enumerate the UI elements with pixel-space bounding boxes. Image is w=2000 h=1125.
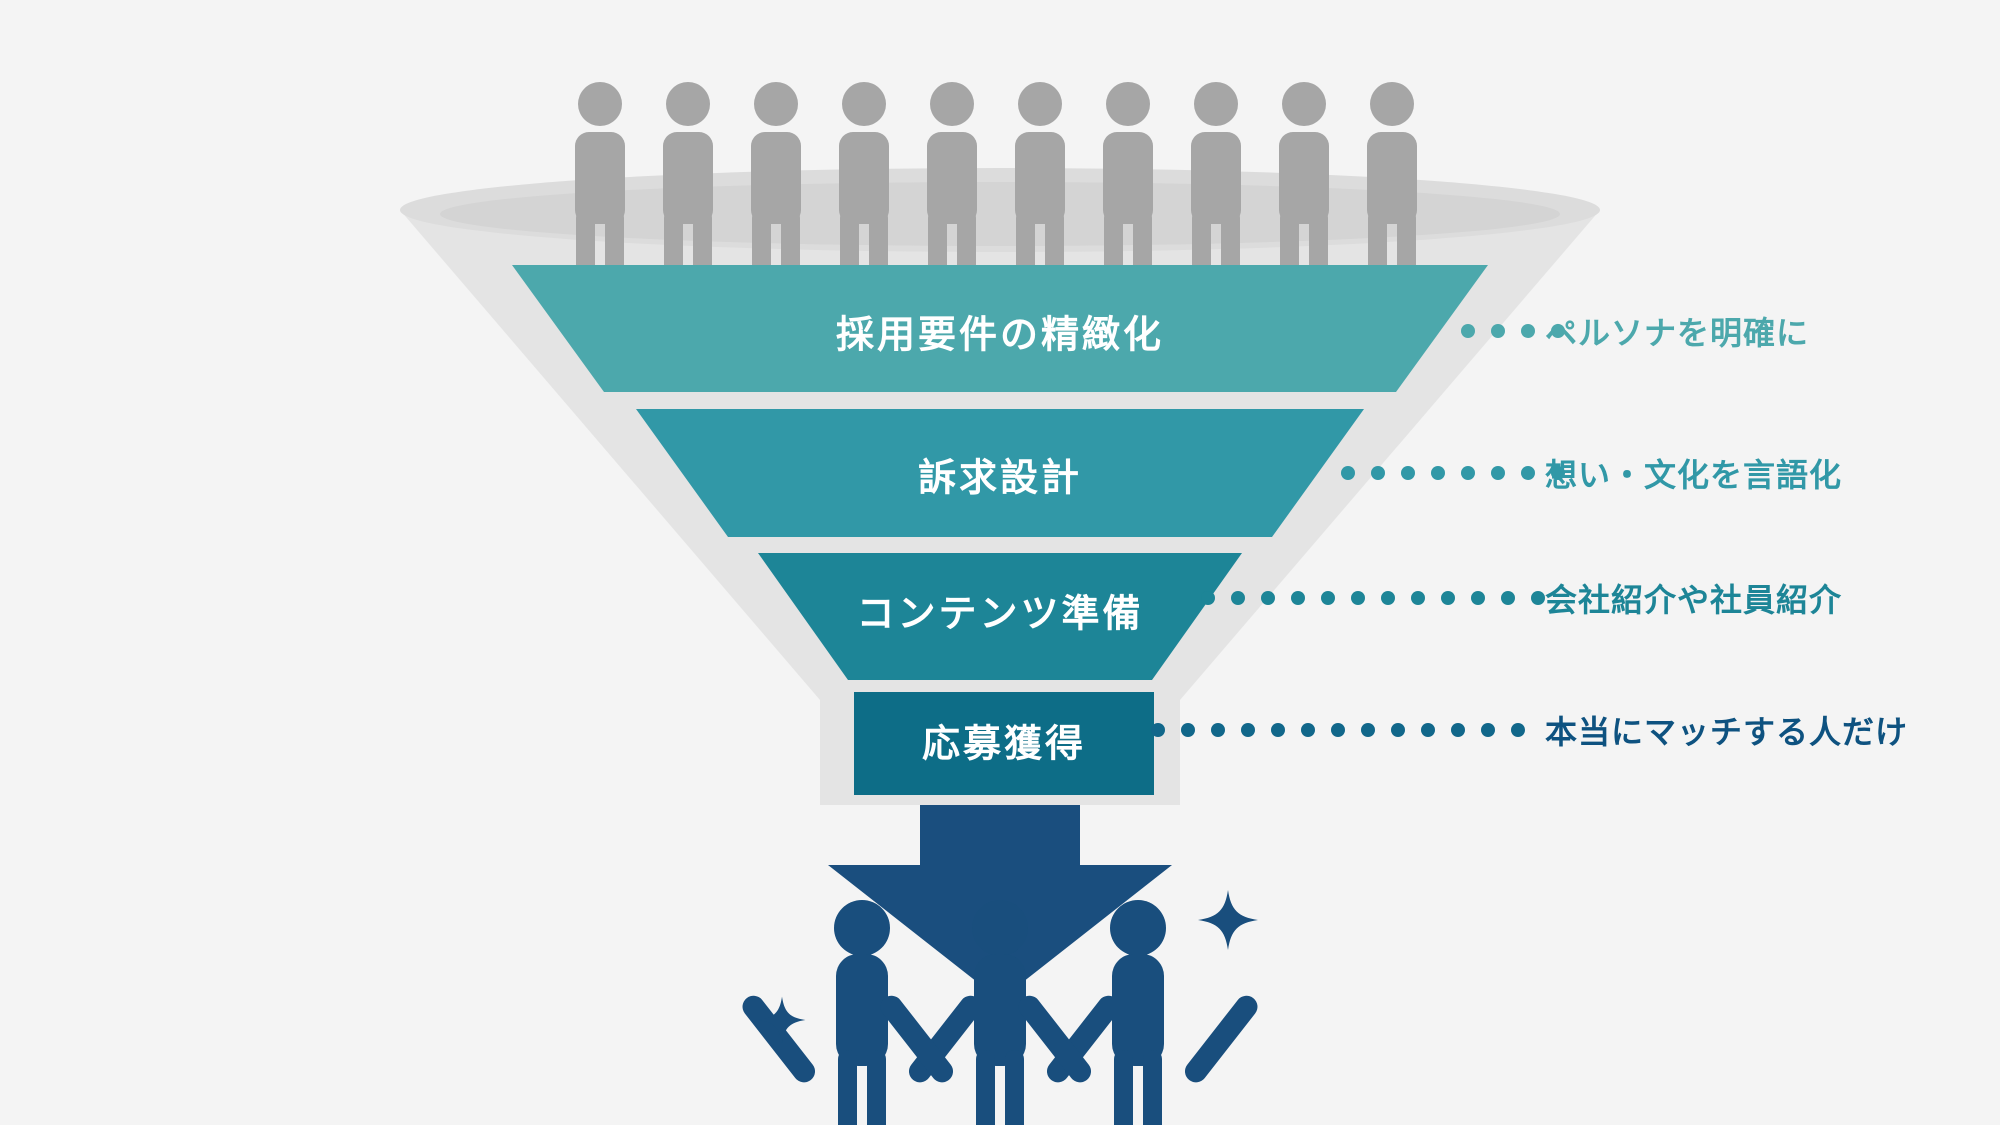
leader-dots-3	[1201, 591, 1545, 605]
leader-dots-1	[1461, 324, 1565, 338]
leader-dots-4	[1151, 723, 1525, 737]
funnel-annotation-1: ペルソナを明確に	[1545, 315, 1810, 351]
person-celebrating-icon	[876, 900, 1124, 1125]
leader-dots-2	[1341, 466, 1565, 480]
funnel-stage-bands	[512, 265, 1488, 795]
leader-dots-group	[1151, 324, 1565, 737]
funnel-annotation-2: 想い・文化を言語化	[1545, 457, 1843, 493]
funnel-band-1[interactable]	[512, 265, 1488, 392]
sparkle-icon	[1198, 890, 1258, 950]
funnel-band-3[interactable]	[758, 553, 1242, 680]
funnel-annotation-3: 会社紹介や社員紹介	[1545, 582, 1843, 618]
funnel-band-2[interactable]	[636, 409, 1364, 537]
hired-crowd	[738, 900, 1262, 1125]
funnel-band-4[interactable]	[854, 692, 1154, 795]
funnel-annotation-4: 本当にマッチする人だけ	[1545, 714, 1909, 750]
